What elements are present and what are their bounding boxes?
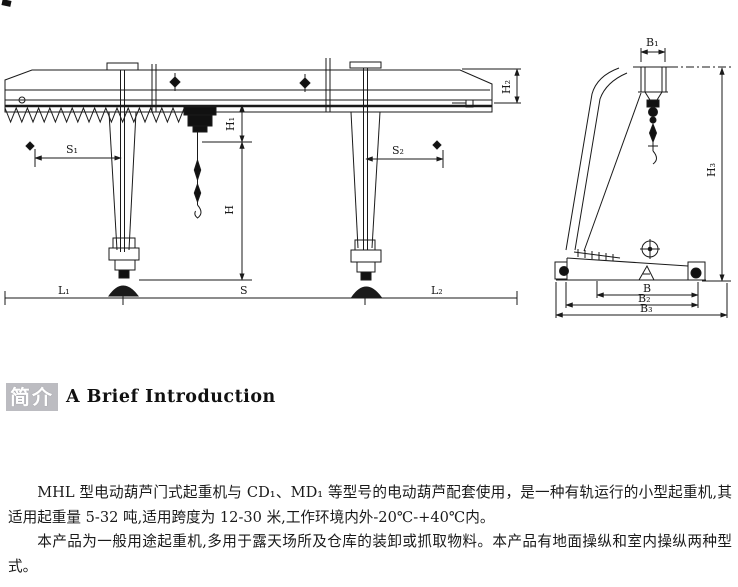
dim-h1-h: [139, 104, 252, 281]
dim-label-s1: S₁: [66, 143, 78, 156]
right-leg: [350, 68, 383, 298]
dim-label-b1: B₁: [646, 36, 659, 49]
side-base: [554, 239, 706, 281]
main-girder: [4, 69, 493, 113]
dim-base-widths: [555, 281, 728, 318]
side-view: B₁ H₃ B B₂ B₃: [554, 36, 731, 318]
dim-label-s: S: [240, 284, 248, 297]
section-header: 简介 A Brief Introduction: [6, 383, 276, 411]
dim-label-h1: H₁: [224, 117, 237, 131]
dim-h3: [702, 67, 731, 282]
dim-label-h: H: [223, 205, 236, 215]
dim-h2: [462, 68, 521, 104]
weld-marks: [18, 96, 474, 108]
dim-label-h2: H₂: [500, 80, 513, 94]
dim-label-l2: L₂: [431, 284, 443, 297]
introduction-text: MHL 型电动葫芦门式起重机与 CD₁、MD₁ 等型号的电动葫芦配套使用，是一种…: [8, 481, 732, 579]
section-marks: [169, 73, 311, 92]
hoist-trolley: [183, 106, 217, 219]
dim-label-b: B: [643, 282, 651, 295]
dim-ground: [4, 291, 518, 305]
girder-stops: [106, 58, 382, 112]
left-leg: [108, 70, 140, 297]
dim-label-l1: L₁: [58, 284, 70, 297]
dim-label-b3: B₃: [640, 302, 653, 315]
side-leg: [565, 67, 642, 261]
section-tag-jianjie: 简介: [6, 383, 58, 411]
dim-s2: [365, 140, 444, 168]
front-view: S₁ S₂ H₁ H H₂ L₁ S L₂: [4, 58, 521, 305]
girder-cross-section: [633, 66, 670, 101]
dim-b1: [640, 48, 666, 62]
dim-label-b2: B₂: [638, 292, 651, 305]
festoon-wire: [4, 106, 185, 124]
side-hoist: [646, 99, 660, 165]
dim-label-h3: H₃: [705, 163, 718, 177]
crane-outline-drawing: S₁ S₂ H₁ H H₂ L₁ S L₂: [4, 36, 731, 318]
dim-label-s2: S₂: [392, 144, 404, 157]
intro-paragraph-2: 本产品为一般用途起重机,多用于露天场所及仓库的装卸或抓取物料。本产品有地面操纵和…: [8, 533, 732, 575]
section-title: A Brief Introduction: [66, 387, 276, 407]
intro-paragraph-1: MHL 型电动葫芦门式起重机与 CD₁、MD₁ 等型号的电动葫芦配套使用，是一种…: [8, 484, 732, 526]
dim-s1: [25, 141, 122, 167]
